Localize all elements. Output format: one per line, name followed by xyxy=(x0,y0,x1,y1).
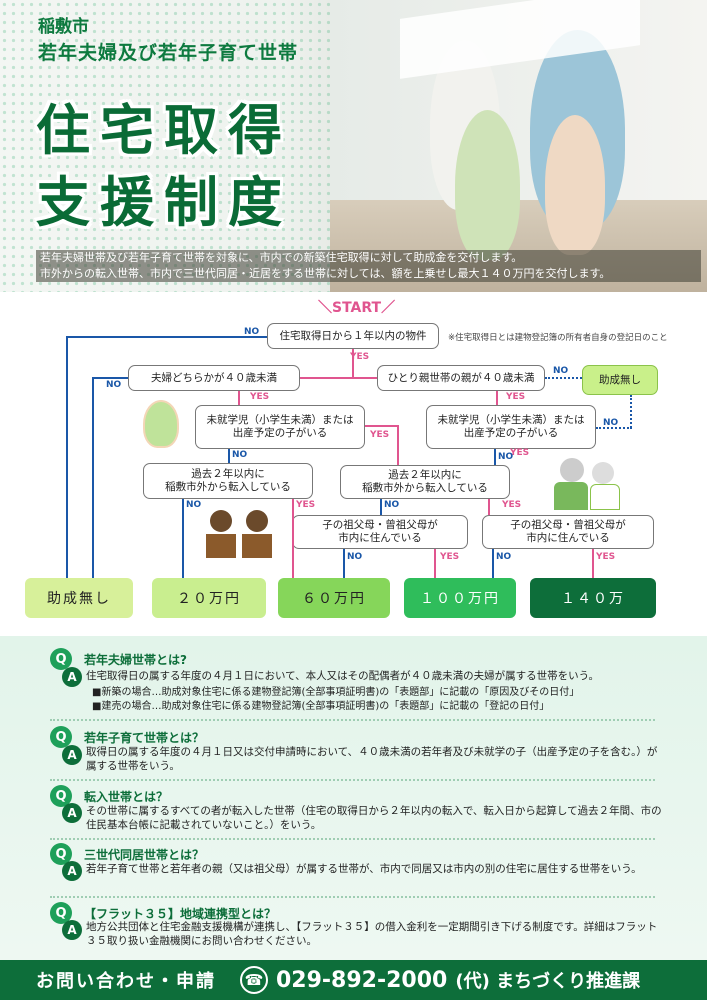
no-label: NO xyxy=(498,452,514,462)
a-badge: A xyxy=(62,745,82,765)
result-60man: ６０万円 xyxy=(278,578,390,618)
a2-text: 取得日の属する年度の４月１日又は交付申請時において、４０歳未満の若年者及び未就学… xyxy=(86,746,658,772)
qa-divider xyxy=(50,896,655,898)
q5-title: 【フラット３５】地域連携型とは？ xyxy=(84,907,277,921)
no-label: NO xyxy=(496,552,512,562)
flow-q-grandparents-right: 子の祖父母・曾祖父母が 市内に住んでいる xyxy=(482,515,654,549)
a3-text: その世帯に属するすべての者が転入した世帯（住宅の取得日から２年以内の転入で、転入… xyxy=(86,805,662,831)
a1-sub2: ■建売の場合…助成対象住宅に係る建物登記簿(全部事項証明書)の「表題部」に記載の… xyxy=(92,701,550,712)
q-badge: Q xyxy=(50,843,72,865)
moving-couple-illustration xyxy=(206,510,276,560)
q-badge: Q xyxy=(50,648,72,670)
no-label: NO xyxy=(232,450,248,460)
department-name: (代) まちづくり推進課 xyxy=(455,971,641,992)
grandparents-illustration xyxy=(552,456,622,512)
q-badge: Q xyxy=(50,785,72,807)
a5-text: 地方公共団体と住宅金融支援機構が連携し、【フラット３５】の借入金利を一定期間引き… xyxy=(86,921,658,947)
qa-divider xyxy=(50,779,655,781)
result-no-grant: 助成無し xyxy=(25,578,133,618)
family-photo-girl xyxy=(545,115,605,255)
flow-note: ※住宅取得日とは建物登記簿の所有者自身の登記日のこと xyxy=(448,333,668,343)
result-100man: １００万円 xyxy=(404,578,516,618)
page-title-line2: 支援制度 xyxy=(36,171,292,234)
contact-footer: お問い合わせ・申請 ☎ 029-892-2000 (代) まちづくり推進課 xyxy=(0,960,707,1000)
flow-start-label: ＼START／ xyxy=(318,300,396,316)
flow-q-preschool-left: 未就学児（小学生未満）または 出産予定の子がいる xyxy=(195,405,365,449)
no-label: NO xyxy=(347,552,363,562)
page-title-line1: 住宅取得 xyxy=(36,99,292,162)
a-badge: A xyxy=(62,667,82,687)
hero-dot-pattern xyxy=(0,0,330,292)
no-label: NO xyxy=(244,327,260,337)
flow-q-single-parent-under-40: ひとり親世帯の親が４０歳未満 xyxy=(377,365,545,391)
intro-line-2: 市外からの転入世帯、市内で三世代同居・近居をする世帯に対しては、額を上乗せし最大… xyxy=(40,267,611,280)
a1-sub1: ■新築の場合…助成対象住宅に係る建物登記簿(全部事項証明書)の「表題部」に記載の… xyxy=(92,687,580,698)
a4-text: 若年子育て世帯と若年者の親（又は祖父母）が属する世帯が、市内で同居又は市内の別の… xyxy=(86,863,642,875)
a1-text: 住宅取得日の属する年度の４月１日において、本人又はその配偶者が４０歳未満の夫婦が… xyxy=(86,670,600,682)
q1-title: 若年夫婦世帯とは? xyxy=(84,653,187,667)
a-badge: A xyxy=(62,920,82,940)
result-140man: １４０万 xyxy=(530,578,656,618)
yes-label: YES xyxy=(296,500,316,510)
yes-label: YES xyxy=(506,392,526,402)
yes-label: YES xyxy=(250,392,270,402)
yes-label: YES xyxy=(370,430,390,440)
q4-title: 三世代同居世帯とは？ xyxy=(84,848,205,862)
contact-label: お問い合わせ・申請 xyxy=(36,971,216,992)
qa-divider xyxy=(50,838,655,840)
intro-text: 若年夫婦世帯及び若年子育て世帯を対象に、市内での新築住宅取得に対して助成金を交付… xyxy=(36,250,701,282)
yes-label: YES xyxy=(440,552,460,562)
yes-label: YES xyxy=(510,448,530,458)
no-label: NO xyxy=(186,500,202,510)
no-label: NO xyxy=(553,366,569,376)
flow-q-preschool-right: 未就学児（小学生未満）または 出産予定の子がいる xyxy=(426,405,596,449)
q3-title: 転入世帯とは？ xyxy=(84,790,169,804)
qa-divider xyxy=(50,719,655,721)
no-label: NO xyxy=(106,380,122,390)
flow-no-grant-right: 助成無し xyxy=(582,365,658,395)
qa-section xyxy=(0,636,707,960)
no-label: NO xyxy=(384,500,400,510)
no-label: NO xyxy=(603,418,619,428)
flow-q-moved-in-mid: 過去２年以内に 稲敷市外から転入している xyxy=(340,465,510,499)
a-badge: A xyxy=(62,803,82,823)
intro-line-1: 若年夫婦世帯及び若年子育て世帯を対象に、市内での新築住宅取得に対して助成金を交付… xyxy=(40,251,523,264)
flow-q-moved-in-left: 過去２年以内に 稲敷市外から転入している xyxy=(143,463,313,499)
phone-icon: ☎ xyxy=(240,966,268,994)
yes-label: YES xyxy=(596,552,616,562)
q-badge: Q xyxy=(50,726,72,748)
result-20man: ２０万円 xyxy=(152,578,266,618)
flow-q-grandparents-left: 子の祖父母・曾祖父母が 市内に住んでいる xyxy=(292,515,468,549)
hero-banner: 稲敷市 若年夫婦及び若年子育て世帯 住宅取得 支援制度 若年夫婦世帯及び若年子育… xyxy=(0,0,707,292)
yes-label: YES xyxy=(502,500,522,510)
target-households: 若年夫婦及び若年子育て世帯 xyxy=(38,42,299,64)
q-badge: Q xyxy=(50,902,72,924)
family-photo-boy xyxy=(455,110,520,260)
q2-title: 若年子育て世帯とは？ xyxy=(84,731,205,745)
flow-q-within-1-year: 住宅取得日から１年以内の物件 xyxy=(267,323,439,349)
a-badge: A xyxy=(62,861,82,881)
phone-number[interactable]: 029-892-2000 xyxy=(276,967,448,993)
baby-illustration xyxy=(143,400,179,448)
yes-label: YES xyxy=(350,352,370,362)
city-name: 稲敷市 xyxy=(38,17,89,37)
flow-q-couple-under-40: 夫婦どちらかが４０歳未満 xyxy=(128,365,300,391)
